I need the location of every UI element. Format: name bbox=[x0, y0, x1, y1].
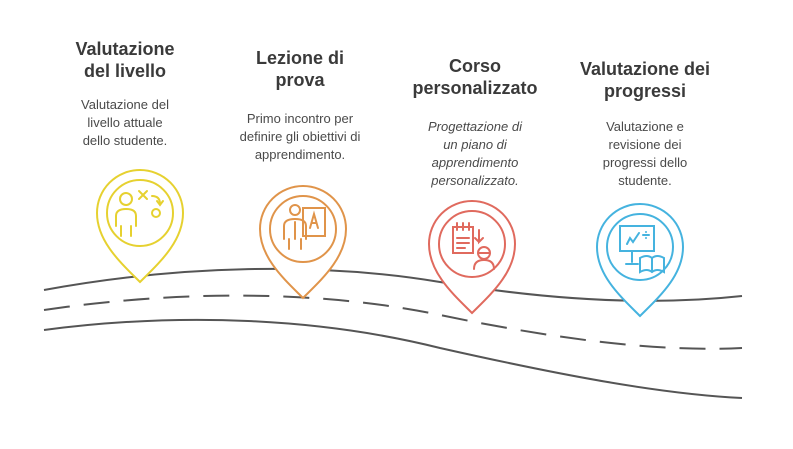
pin-step-3 bbox=[427, 200, 517, 315]
pin-step-2 bbox=[258, 185, 348, 300]
road-center-dashes bbox=[43, 294, 743, 350]
step-3-title: Corso personalizzato bbox=[412, 56, 538, 98]
presentation-book-icon bbox=[619, 225, 665, 274]
step-1-title: Valutazione del livello bbox=[75, 39, 175, 81]
teacher-board-icon bbox=[283, 204, 326, 250]
step-4-description: Valutazione e revisione dei progressi de… bbox=[602, 119, 688, 188]
strategy-person-icon bbox=[115, 190, 164, 237]
step-4-title: Valutazione dei progressi bbox=[579, 59, 711, 101]
plan-person-icon bbox=[452, 222, 495, 270]
pin-step-1 bbox=[95, 169, 185, 284]
step-3-description: Progettazione di un piano di apprendimen… bbox=[428, 119, 522, 188]
step-1-description: Valutazione del livello attuale dello st… bbox=[81, 97, 169, 148]
road-bottom-edge bbox=[43, 318, 743, 399]
step-2-description: Primo incontro per definire gli obiettiv… bbox=[239, 111, 361, 162]
pin-inner-circle bbox=[606, 213, 674, 281]
step-2-title: Lezione di prova bbox=[255, 48, 344, 90]
pin-step-4 bbox=[595, 203, 685, 318]
